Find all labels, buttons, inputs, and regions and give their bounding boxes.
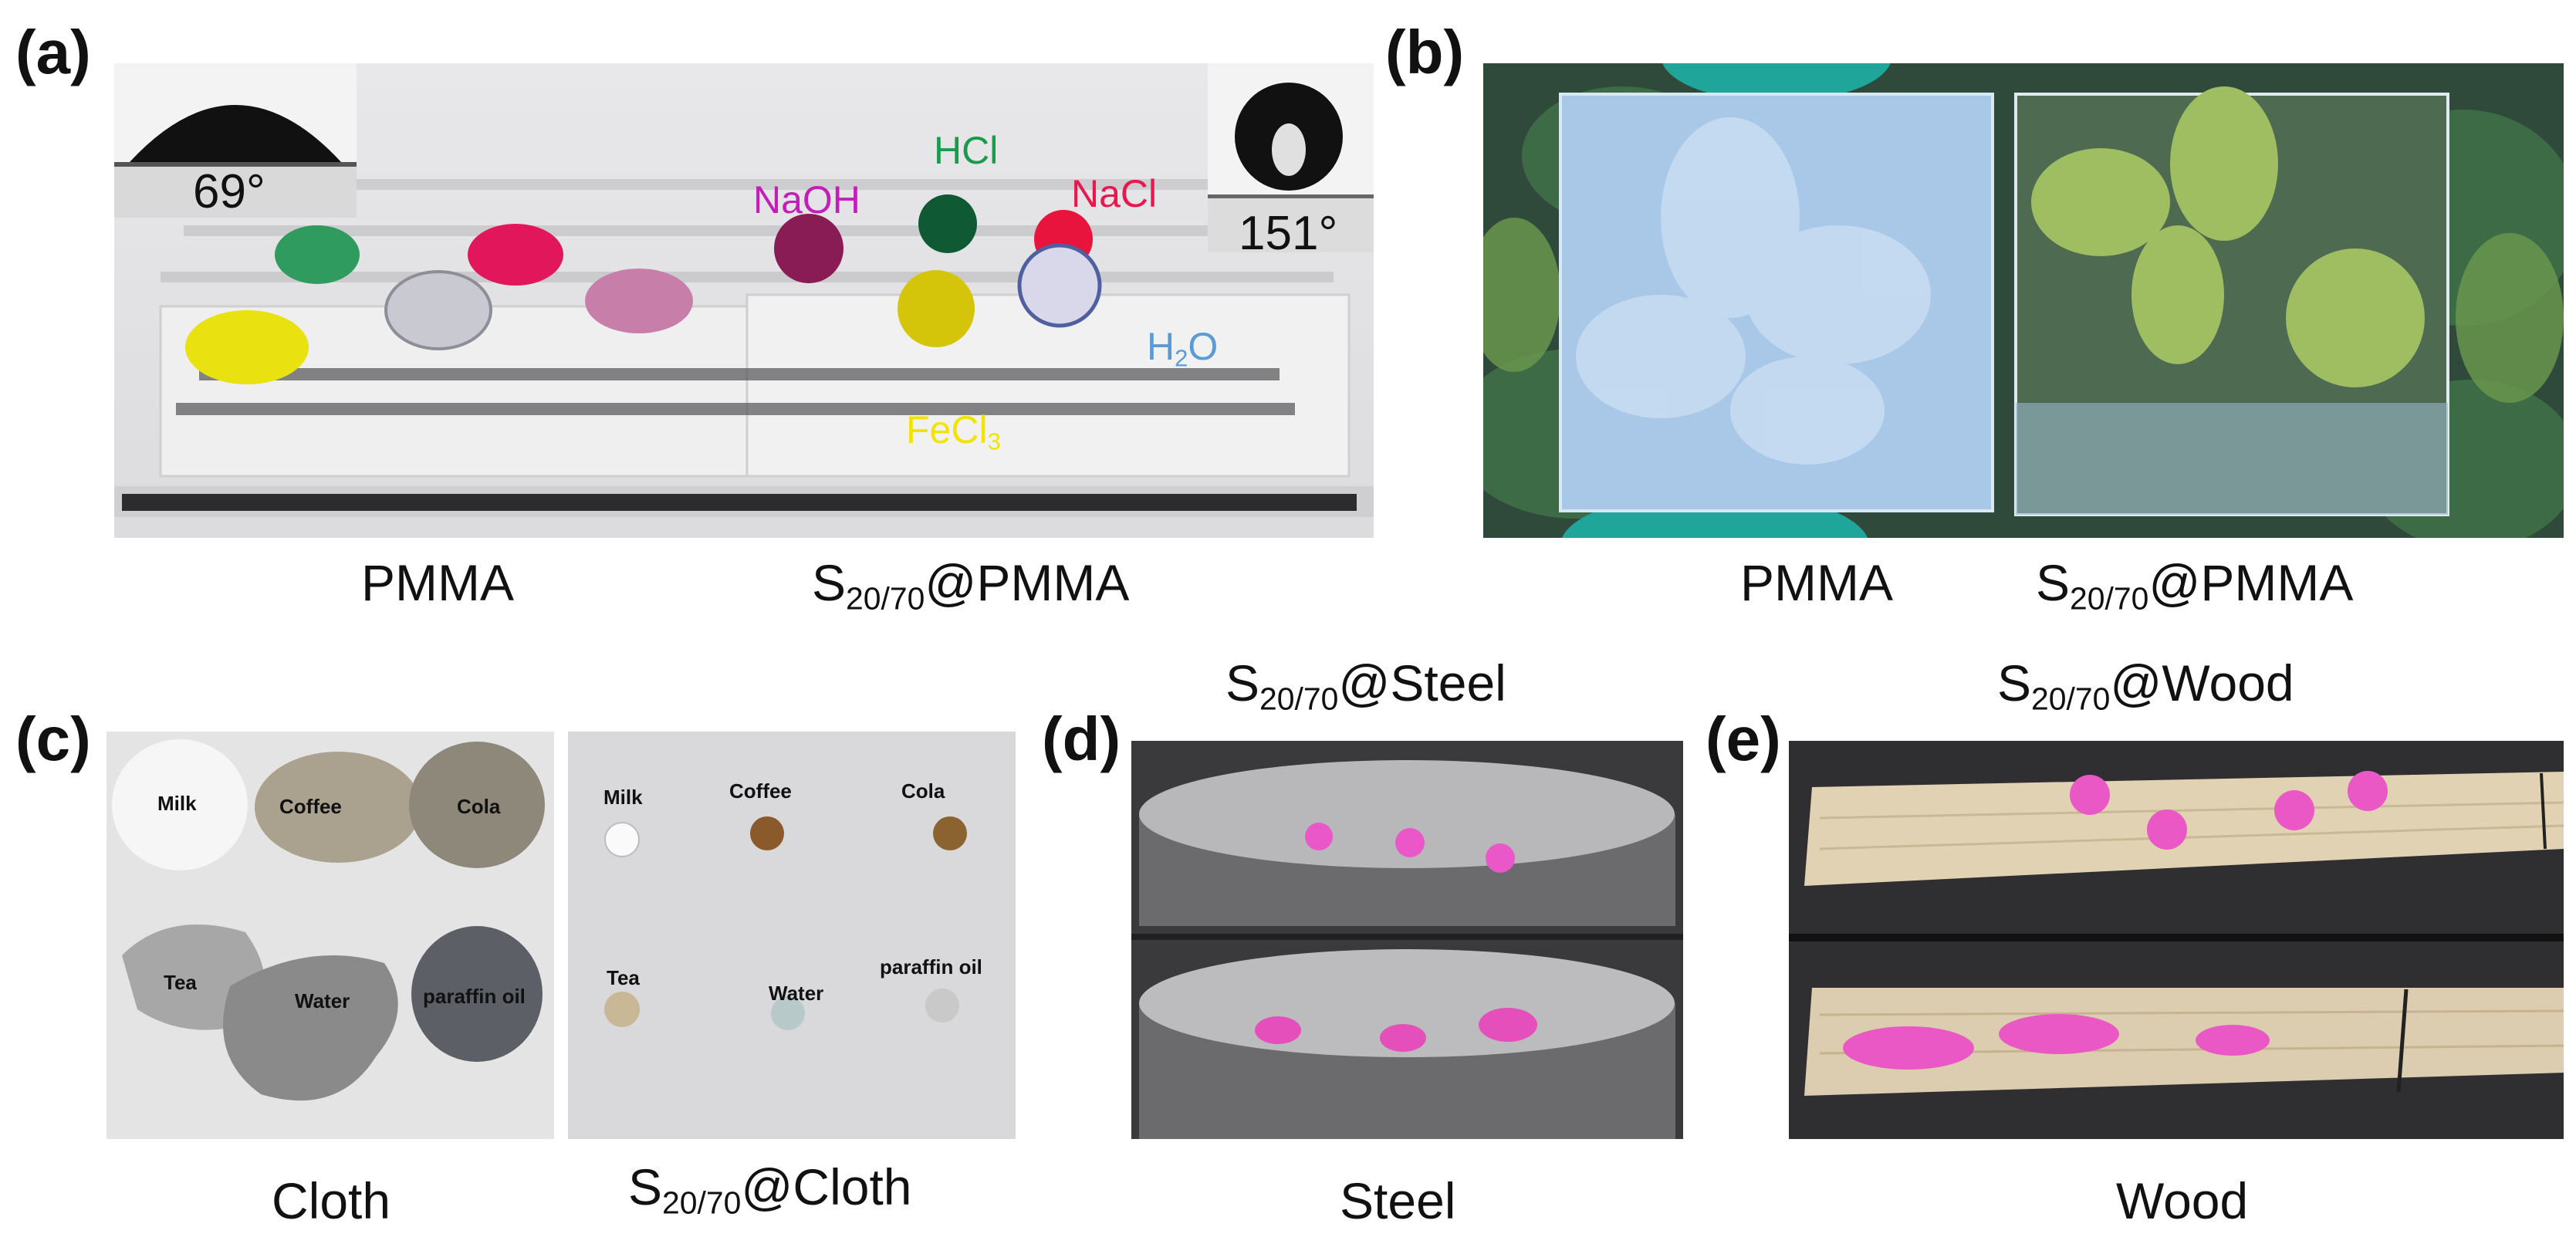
- label-fecl3-sub: 3: [987, 428, 1001, 455]
- caption-b-left: PMMA: [1740, 554, 1893, 611]
- panel-a-photo: [114, 63, 1374, 538]
- caption-a-right-end: @PMMA: [925, 554, 1130, 611]
- panel-e-photo: [1789, 741, 2564, 1139]
- caption-d-top-end: @Steel: [1338, 654, 1506, 712]
- panel-c-cloth-photo: [106, 732, 554, 1139]
- coated-label-milk: Milk: [603, 786, 643, 809]
- caption-e-bottom: Wood: [2116, 1172, 2249, 1229]
- caption-a-left: PMMA: [361, 554, 514, 611]
- cloth-label-milk: Milk: [157, 792, 197, 815]
- caption-c-left: Cloth: [272, 1172, 391, 1229]
- caption-b-right-main: S: [2036, 554, 2071, 611]
- label-nacl: NaCl: [1071, 172, 1158, 215]
- coated-label-paraffin-oil: paraffin oil: [880, 955, 982, 979]
- label-h2o: H2O: [1147, 325, 1219, 370]
- panel-label-a: (a): [15, 18, 91, 86]
- contact-angle-left: 69°: [193, 165, 265, 218]
- coated-label-tea: Tea: [607, 966, 640, 989]
- caption-c-right: S20/70@Cloth: [628, 1158, 912, 1219]
- label-hcl: HCl: [934, 129, 999, 172]
- label-naoh: NaOH: [753, 178, 860, 221]
- caption-b-right-sub: 20/70: [2070, 580, 2149, 617]
- caption-d-top-sub: 20/70: [1259, 681, 1339, 717]
- caption-a-right-main: S: [812, 554, 847, 611]
- label-h2o-end: O: [1188, 325, 1219, 368]
- contact-angle-inset-right: [1208, 63, 1374, 252]
- panel-label-d: (d): [1042, 705, 1121, 773]
- panel-d-photo: [1131, 741, 1683, 1139]
- caption-b-right: S20/70@PMMA: [2036, 554, 2354, 614]
- caption-e-top-main: S: [1997, 654, 2032, 712]
- cloth-label-tea: Tea: [164, 971, 197, 994]
- label-fecl3-main: FeCl: [906, 408, 988, 451]
- panel-label-b: (b): [1385, 18, 1465, 86]
- caption-c-right-sub: 20/70: [662, 1185, 742, 1221]
- contact-angle-right: 151°: [1239, 207, 1338, 260]
- caption-d-bottom: Steel: [1340, 1172, 1456, 1229]
- caption-e-top-sub: 20/70: [2031, 681, 2111, 717]
- cloth-label-cola: Cola: [457, 795, 501, 818]
- cloth-label-paraffin-oil: paraffin oil: [423, 985, 526, 1008]
- label-h2o-sub: 2: [1175, 344, 1188, 372]
- coated-label-cola: Cola: [901, 779, 945, 803]
- caption-e-top: S20/70@Wood: [1997, 657, 2294, 715]
- coated-label-water: Water: [769, 982, 824, 1005]
- label-fecl3: FeCl3: [906, 408, 1001, 454]
- cloth-label-coffee: Coffee: [279, 795, 342, 818]
- panel-label-c: (c): [15, 705, 91, 773]
- contact-angle-inset-left: [114, 63, 357, 218]
- coated-label-coffee: Coffee: [729, 779, 792, 803]
- panel-label-e: (e): [1706, 705, 1781, 773]
- caption-b-right-end: @PMMA: [2148, 554, 2354, 611]
- caption-d-top-main: S: [1225, 654, 1260, 712]
- panel-b-photo: [1483, 63, 2564, 538]
- caption-e-top-end: @Wood: [2110, 654, 2294, 712]
- caption-a-right: S20/70@PMMA: [812, 554, 1130, 614]
- caption-c-right-end: @Cloth: [741, 1158, 912, 1215]
- caption-c-right-main: S: [628, 1158, 663, 1215]
- caption-d-top: S20/70@Steel: [1225, 657, 1506, 715]
- cloth-label-water: Water: [295, 989, 350, 1012]
- caption-a-right-sub: 20/70: [846, 580, 925, 617]
- label-h2o-main: H: [1147, 325, 1175, 368]
- panel-c-coated-cloth-photo: [568, 732, 1016, 1139]
